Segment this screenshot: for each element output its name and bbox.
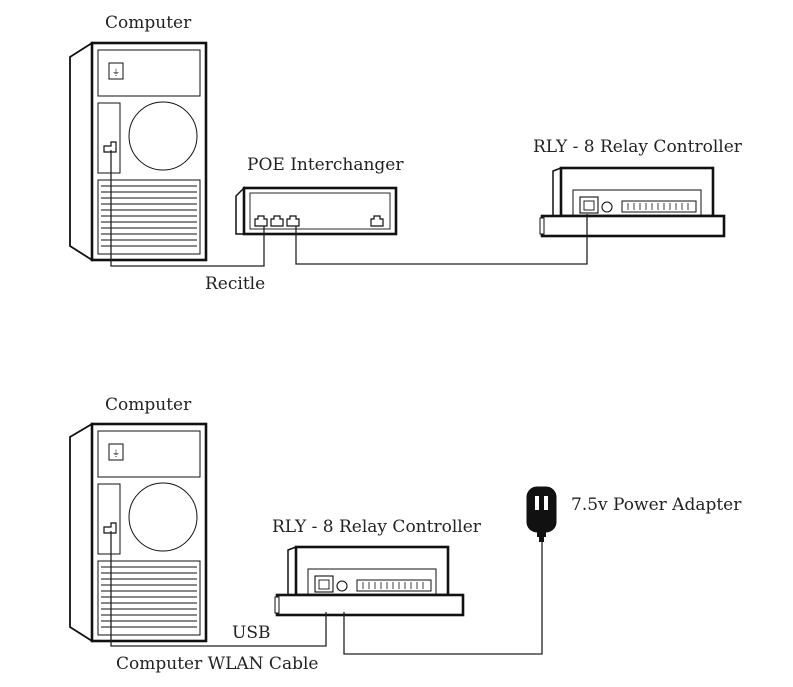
- top-relay-terminal-block: [621, 200, 697, 213]
- bottom-relay-label: RLY - 8 Relay Controller: [272, 517, 482, 537]
- bottom-relay-power-jack-icon: [336, 580, 348, 592]
- poe-port-3-icon: [286, 215, 300, 227]
- bottom-relay-ethernet-port-icon: [314, 575, 334, 593]
- bottom-cable-computer-to-relay: [110, 531, 327, 647]
- top-computer-fan: [128, 101, 198, 171]
- svg-text:⏚: ⏚: [112, 449, 120, 458]
- top-cable-poe-to-relay: [295, 214, 588, 265]
- adapter-prong-right-icon: [544, 496, 548, 510]
- top-computer: ⏚: [69, 41, 208, 262]
- top-relay-ethernet-port-icon: [579, 196, 599, 214]
- bottom-computer: ⏚: [69, 422, 208, 643]
- bottom-cable-adapter-to-relay: [343, 542, 543, 655]
- bottom-relay-terminal-block: [356, 579, 432, 592]
- svg-text:⏚: ⏚: [112, 68, 120, 77]
- top-diagram: Computer ⏚ POE Interchanger: [69, 13, 743, 294]
- bottom-computer-ethernet-port-icon: [103, 522, 117, 534]
- top-relay-controller: [539, 166, 726, 238]
- bottom-power-socket-icon: [108, 443, 124, 461]
- bottom-cable-label: Computer WLAN Cable: [116, 654, 318, 674]
- bottom-diagram: Computer ⏚ RLY - 8 Relay Controller: [69, 395, 742, 674]
- top-poe-label: POE Interchanger: [247, 155, 404, 175]
- top-computer-ethernet-port-icon: [103, 141, 117, 153]
- bottom-relay-controller: [274, 545, 465, 617]
- bottom-computer-fan: [128, 482, 198, 552]
- poe-interchanger: [235, 186, 398, 236]
- poe-port-2-icon: [270, 215, 284, 227]
- bottom-computer-label: Computer: [105, 395, 192, 415]
- adapter-prong-left-icon: [535, 496, 539, 510]
- top-relay-power-jack-icon: [601, 201, 613, 213]
- top-relay-label: RLY - 8 Relay Controller: [533, 137, 743, 157]
- adapter-label: 7.5v Power Adapter: [571, 495, 742, 515]
- top-computer-label: Computer: [105, 13, 192, 33]
- top-power-socket-icon: [108, 62, 124, 80]
- usb-label: USB: [232, 623, 270, 643]
- top-cable-computer-to-poe: [110, 150, 265, 267]
- top-cable-label: Recitle: [205, 274, 265, 294]
- power-adapter: [526, 486, 557, 542]
- poe-port-1-icon: [254, 215, 268, 227]
- poe-port-4-icon: [370, 215, 384, 227]
